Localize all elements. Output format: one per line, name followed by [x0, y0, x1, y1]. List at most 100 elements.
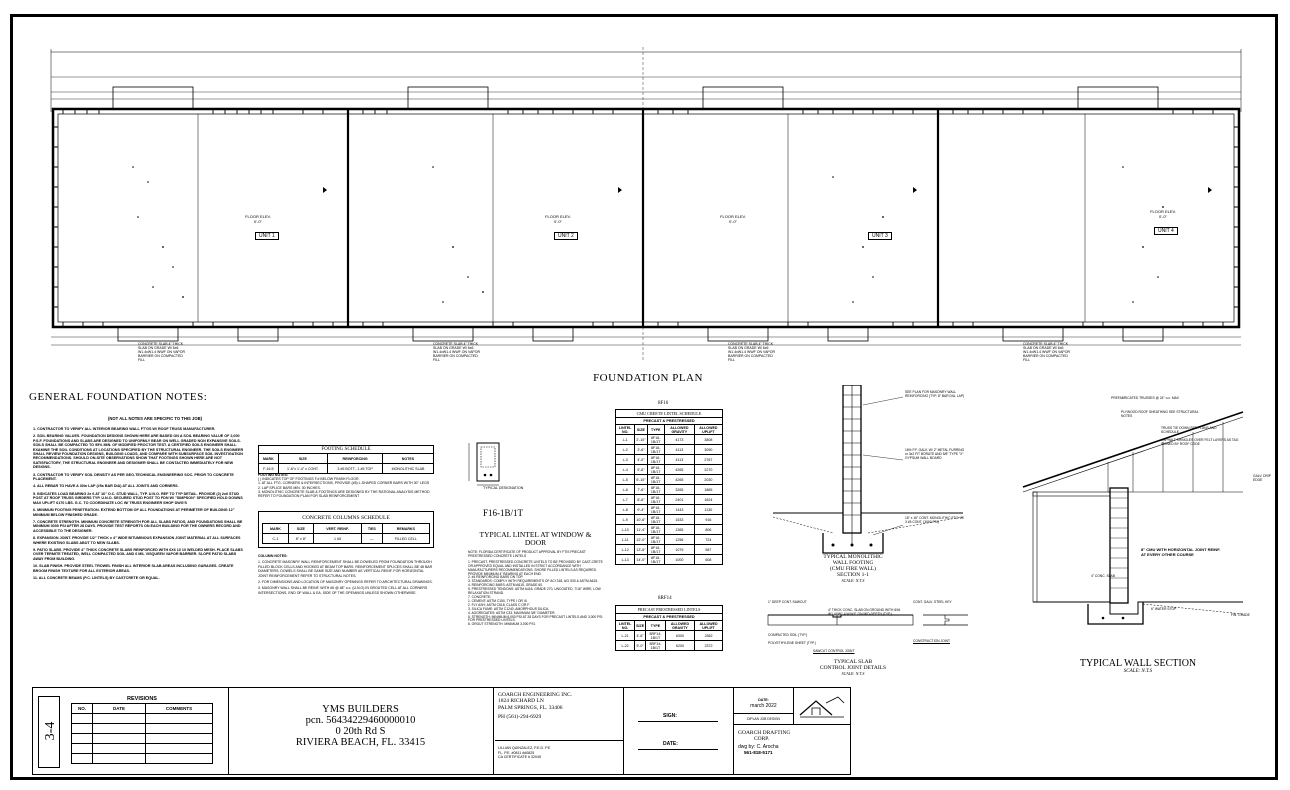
table-header: MARK [258, 453, 279, 464]
sheet-number: 3-4 [43, 721, 58, 741]
lintel-schedule: CMU CREETE LINTEL SCHEDULE PRECAST & PRE… [614, 409, 724, 565]
table-cell: 5'-6" [634, 464, 648, 475]
slab-joint-title-line: CONTROL JOINT DETAILS [819, 665, 887, 671]
footing-section-scale: SCALE: N.T.S [841, 578, 865, 583]
lintel-note: 3. STANDARDS: COMPLY WITH REQUIREMENTS O… [468, 579, 599, 584]
wall-section-scale: SCALE: N.T.S [1123, 669, 1153, 674]
table-header: ALLOWED UPLIFT [693, 424, 724, 435]
goarch-logo-icon [799, 696, 845, 718]
sheet-number-box: 3-4 [38, 696, 60, 768]
table-cell: 1865 [693, 484, 724, 495]
date-value: march 2022 [750, 703, 777, 709]
drafting-phone: 561-818-5171 [744, 750, 773, 755]
column-note: 1. CONCRETE MASONRY WALL REINFORCEMENT S… [258, 560, 433, 578]
table-header: COMMENTS [145, 703, 213, 714]
general-note-item: 3. CONTRACTOR TO VERIFY SOIL DENSITY AS … [33, 472, 234, 482]
site-address-1: 0 20th Rd S [335, 726, 386, 737]
footing-section-title-line: WALL FOOTING [832, 560, 874, 566]
table-cell: 1'-6"x 1'-4" x CONT. [277, 463, 329, 474]
footing-schedule-title: FOOTING SCHEDULE [258, 445, 434, 453]
table-cell: 8F16-1B/1T [646, 494, 665, 505]
lintel-note: 4. REINFORCING BARS: ASTM A615, GRADE 60… [468, 583, 543, 588]
table-cell: 8'-6" [634, 494, 648, 505]
table-cell: 3808 [693, 434, 724, 445]
slab-note: CONCRETE SLAB 4" THICK SLAB ON GRADE W/ … [138, 342, 185, 362]
table-header: TYPE [645, 620, 666, 631]
table-header: MARK [262, 523, 289, 534]
lintel-schedule-table: LINTEL NO. SIZE TYPE ALLOWED GRAVITY ALL… [614, 424, 724, 565]
footing-schedule-table: MARK SIZE REINFORCING NOTES F-16.5 1'-6"… [258, 453, 435, 474]
lintel-note: 2. #4 REINFORCING BARS ON TOP. [468, 575, 524, 580]
lintel-schedule2-table: LINTEL NO. SIZE TYPE ALLOWED GRAVITY ALL… [614, 620, 723, 651]
column-schedule: CONCRETE COLUMNS SCHEDULE MARK SIZE VERT… [258, 511, 434, 548]
slab-callout: CONT. GALV. STEEL KEY [913, 600, 952, 604]
slab-callout: 1" DEEP CONT. SAWCUT [768, 600, 807, 604]
slab-note: CONCRETE SLAB 4" THICK SLAB ON GRADE W/ … [728, 342, 775, 362]
drawn-by: dwg by: C. Arocha [738, 744, 779, 750]
table-header: DATE [92, 703, 146, 714]
column-schedule-table: MARK SIZE VERT. REINF. TIES REMARKS C-1 … [262, 523, 431, 544]
table-cell: L-10 [614, 524, 636, 535]
footing-callout: 16% P.F. GALV. W/ 2" METAL FURRING or 3x… [905, 448, 965, 460]
wall-callout: 4" CONC. SLAB [1091, 574, 1115, 578]
footing-callout: 16" x 16" CONT. MONOLITHIC FTG. W/ 3 #5 … [905, 516, 964, 524]
owner-name: YMS BUILDERS [322, 704, 399, 715]
table-cell: 4'-6" [634, 630, 647, 641]
table-cell: 587 [693, 544, 724, 555]
site-address-2: RIVIERA BEACH, FL. 33415 [295, 737, 426, 748]
lintel-note: 4. AGGREGATES: ASTM C33, MAXIMUM 3/8" DI… [468, 610, 556, 615]
table-cell: 8F16-1B/1T [646, 474, 665, 485]
general-note-item: 1. CONTRACTOR TO VERIFY ALL INTERIOR BEA… [33, 427, 216, 431]
table-cell: 8F16-1B/1T [646, 484, 665, 495]
lintel-schedule-title: CMU CREETE LINTEL SCHEDULE [615, 409, 723, 417]
footing-section-drawing [767, 385, 968, 626]
revisions-title: REVISIONS [127, 696, 157, 702]
footing-schedule: FOOTING SCHEDULE MARK SIZE REINFORCING N… [258, 445, 435, 474]
slab-joint-title-line: TYPICAL SLAB [833, 659, 873, 665]
table-cell: 608 [693, 554, 724, 565]
slab-callout: COMPACTED SOIL (TYP.) [768, 633, 808, 637]
general-note-item: 2. SOIL BEARING VALUES. FOUNDATION DESIG… [33, 434, 244, 470]
table-cell: 1256 [663, 534, 695, 545]
table-cell: FILLED CELL [381, 533, 431, 544]
table-header: REINFORCING [327, 453, 383, 464]
lintel-note: 6. GROUT STRENGTH: MINIMUM 3,000 PSI. [468, 622, 536, 627]
lintel-note: PROVIDE MINIMUM 4" BEARING AT EACH END. [468, 571, 542, 576]
table-cell: L-13 [614, 554, 636, 565]
footing-notes-title: FOOTING NOTES: [258, 473, 289, 477]
date-title: DATE: [758, 698, 769, 702]
wall-callout: TRUSS TIE DOWN SEE PLANS AND SCHEDULE [1161, 426, 1217, 434]
table-cell: 916 [693, 514, 724, 525]
title-block: 3-4 REVISIONS NO. DATE COMMENTS YMS BUIL… [32, 687, 851, 775]
table-cell: 3'-6" [634, 444, 648, 455]
table-cell: L-5 [614, 474, 636, 485]
sign-label: SIGN: [663, 713, 677, 719]
table-cell: 806 [693, 524, 724, 535]
general-note-item: 11. ALL CONCRETE BEAMS (P.C. LINTELS) BY… [33, 575, 160, 580]
general-note-item: 6. MINIMUM FOOTING PENETRATION. EXTEND B… [33, 508, 235, 517]
table-cell: 4173 [663, 434, 695, 445]
general-note-item: 8. EXPANSION JOINT. PROVIDE 1/2" THICK x… [33, 536, 241, 545]
slab-joint-scale: SCALE: N.T.S [841, 671, 865, 676]
table-cell: 8F16-1B/1T [646, 464, 665, 475]
table-cell: 2030 [693, 474, 724, 485]
general-notes-list: 1. CONTRACTOR TO VERIFY ALL INTERIOR BEA… [33, 427, 245, 583]
table-cell: 4265 [663, 474, 695, 485]
table-cell: 8F16-1B/1T [646, 454, 665, 465]
slab-joint-title: TYPICAL SLAB CONTROL JOINT DETAILS SCALE… [793, 659, 913, 677]
table-header: VERT. REINF. [312, 523, 363, 534]
footing-note: 2. LAP SPLICE BARS MIN. 30 INCHES. [258, 485, 321, 490]
unit-1-label: UNIT 1 [255, 232, 279, 240]
slab-note: CONCRETE SLAB 4" THICK SLAB ON GRADE W/ … [1023, 342, 1070, 362]
table-cell: 8F16-1B/1T [646, 504, 665, 515]
table-cell: 724 [693, 534, 724, 545]
wall-callout: GALV. DRIP EDGE [1253, 474, 1271, 482]
wall-callout: PLYWOOD ROOF SHEATHING SEE STRUCTURAL NO… [1121, 410, 1199, 418]
table-row: F-16.5 1'-6"x 1'-4" x CONT. 3 #5 BOTT., … [258, 463, 435, 474]
lintel-schedule2-group: PRECAST & PRESTRESSED [615, 613, 723, 620]
